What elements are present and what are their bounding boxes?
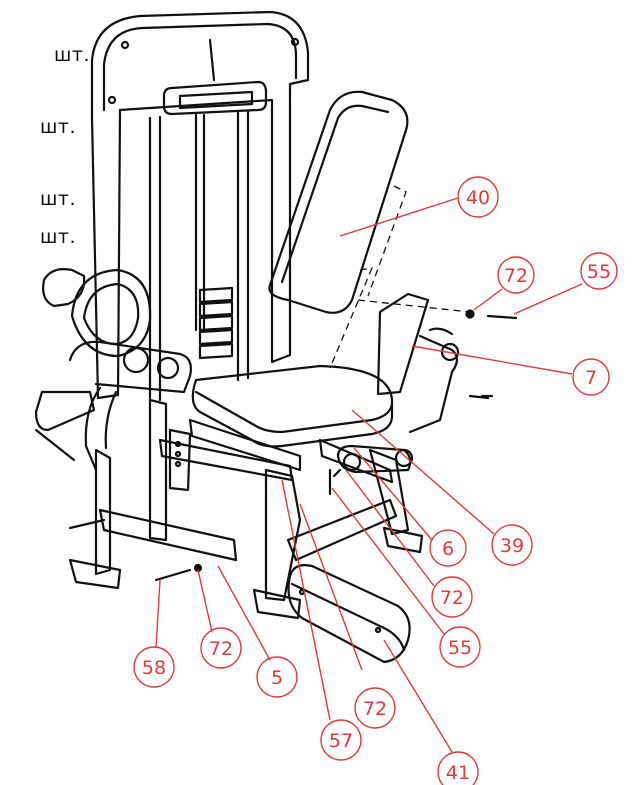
callout-label: 72 [209,638,233,660]
callout-label: 39 [500,535,524,557]
callout-label: 72 [504,265,528,287]
seat-pad [191,364,394,448]
callout-label: 58 [142,657,166,679]
qty-unit-2: шт. [40,116,76,138]
callout-label: 72 [363,698,387,720]
assembly-lines [329,185,471,369]
callout-label: 41 [446,762,470,784]
qty-unit-1: шт. [54,44,90,66]
callout-label: 7 [585,367,597,389]
callout-label: 40 [466,187,490,209]
callout-label: 5 [271,667,283,689]
qty-unit-4: шт. [40,226,76,248]
callout-label: 55 [587,261,611,283]
qty-unit-3: шт. [40,188,76,210]
callouts [133,176,618,785]
callout-label: 57 [329,730,353,752]
leg-roller-pad [287,564,411,664]
weight-stack-frame [90,10,310,402]
back-pad [268,90,409,314]
pivot-roller [336,444,414,474]
callout-label: 6 [442,538,454,560]
callout-label: 55 [448,637,472,659]
callout-label: 72 [440,587,464,609]
base-frame [68,398,424,620]
cam-arm-mechanism [34,268,192,472]
